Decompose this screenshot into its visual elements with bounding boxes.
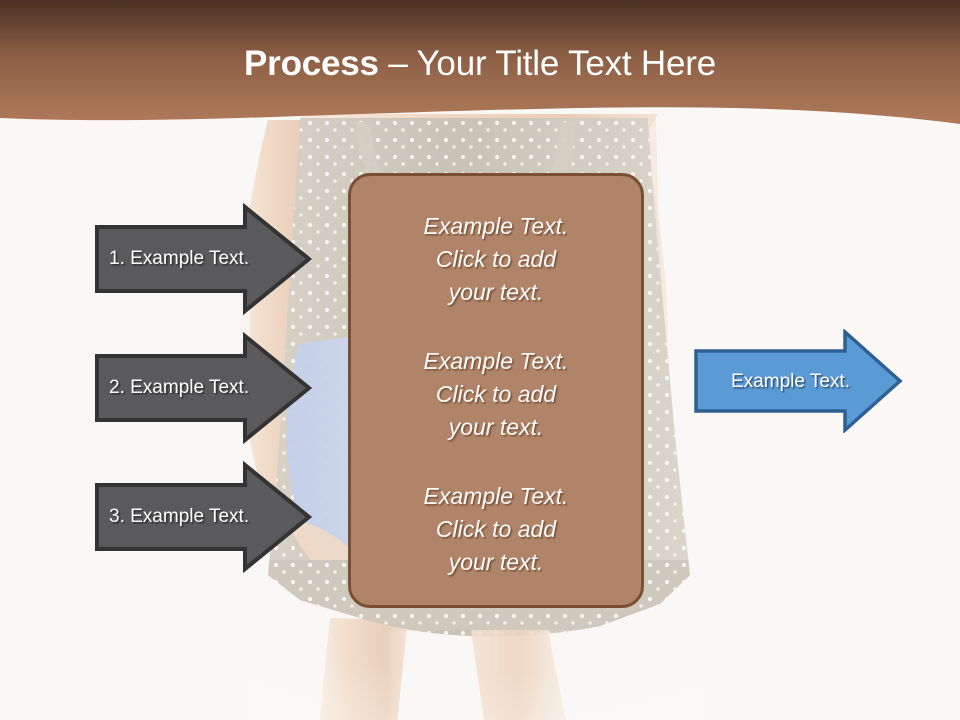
process-step-arrow-1[interactable]: 1. Example Text.: [93, 203, 313, 315]
panel-text-block-2: Example Text. Click to add your text.: [351, 345, 641, 444]
panel-text-block-3-line-1: Example Text.: [423, 483, 569, 509]
process-step-arrow-2[interactable]: 2. Example Text.: [93, 332, 313, 444]
panel-text-block-2-line-3: your text.: [448, 414, 544, 440]
panel-text-block-2-line-2: Click to add: [435, 381, 557, 407]
panel-text-block-1-line-1: Example Text.: [423, 213, 569, 239]
panel-text-block-2-line-1: Example Text.: [423, 348, 569, 374]
panel-text-block-1-line-2: Click to add: [435, 246, 557, 272]
process-step-arrow-3[interactable]: 3. Example Text.: [93, 461, 313, 573]
title-banner: Process – Your Title Text Here: [0, 0, 960, 135]
panel-text-block-3: Example Text. Click to add your text.: [351, 480, 641, 579]
center-content-panel[interactable]: Example Text. Click to add your text. Ex…: [348, 173, 644, 608]
panel-text-block-3-line-3: your text.: [448, 549, 544, 575]
panel-text-block-1-line-3: your text.: [448, 279, 544, 305]
panel-text-block-1: Example Text. Click to add your text.: [351, 210, 641, 309]
panel-text-block-3-line-2: Click to add: [435, 516, 557, 542]
result-arrow[interactable]: Example Text.: [693, 329, 903, 433]
